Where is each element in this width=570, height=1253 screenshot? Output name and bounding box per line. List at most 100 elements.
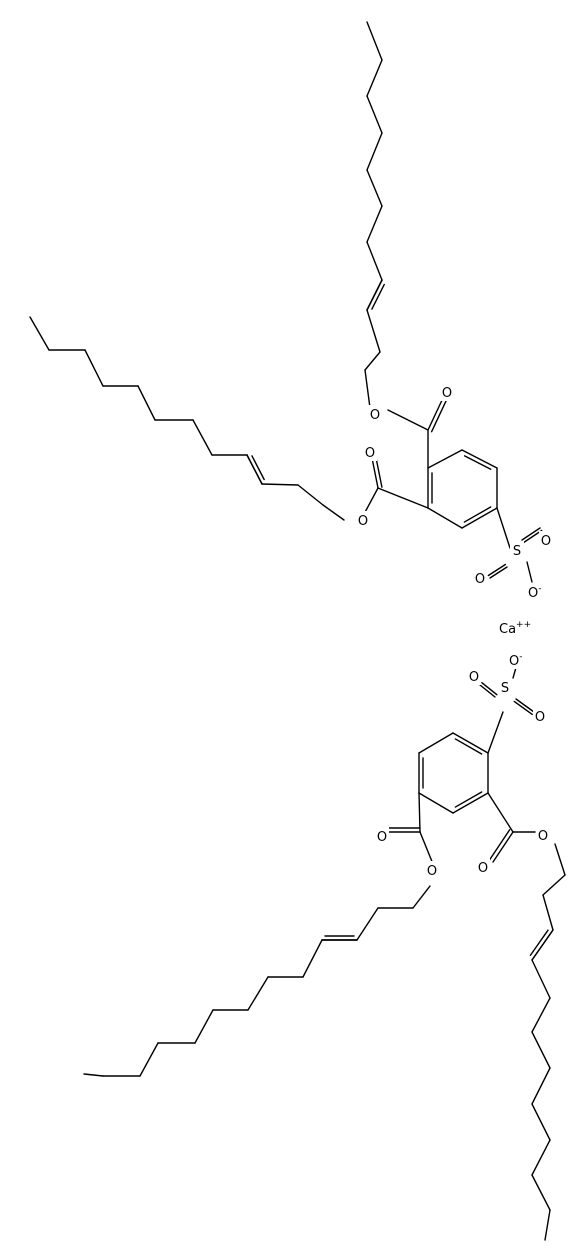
sulfur-symbol: S [501,681,509,696]
alkene-double-bond [251,455,265,481]
alkyl-chain-bond [366,205,383,243]
alkyl-chain-bond [364,351,381,371]
ester-oxygen-symbol: O [538,829,548,844]
ring-double-bond [452,732,489,754]
carbonyl-double-bond [371,457,379,489]
alkene-double-bond [531,929,554,961]
alkyl-chain-bond [247,976,269,1011]
sulfur: S [501,681,509,696]
sulfonate-bond [487,711,504,754]
sulfonyl-double-bond [489,566,508,579]
ester-oxygen-backdrop [536,826,550,844]
alkyl-chain-bond [356,907,379,941]
alkyl-chain-bond [302,939,323,978]
alkyl-chain-bond [322,504,345,521]
sulfonate-oxygen: O- [528,584,541,601]
ester-oxygen-backdrop [368,405,382,423]
alkyl-chain-bond [366,169,383,207]
ring-double-bond [452,792,489,814]
carbonyl-oxygen-backdrop [440,383,454,401]
ester-bond [487,792,514,833]
sulfonyl-oxygen: O [535,710,545,725]
carbonyl-oxygen-backdrop [375,827,389,845]
ester-bond [418,792,421,833]
sulfur-symbol: S [513,544,521,559]
alkyl-chain-bond [531,1174,551,1211]
alkyl-chain-bond [84,349,104,387]
ring-double-bond [463,455,492,470]
sulfonyl-oxygen-symbol: O [541,534,551,549]
carbonyl-oxygen-backdrop [363,443,377,461]
sulfonate-bond [526,561,533,583]
sulfonyl-double-bond [515,698,535,713]
carbonyl-oxygen-symbol: O [478,861,488,876]
ring-bond [427,449,463,469]
ring-double-bond [463,506,492,523]
calcium-ion-backdrop [498,619,528,637]
calcium-ion-symbol: Ca [499,622,516,637]
sulfonyl-double-bond [481,681,498,696]
ring-double-bond [461,449,498,469]
sulfonyl-oxygen: O [541,534,551,549]
ester-oxygen-symbol: O [358,514,368,529]
sulfonyl-oxygen-symbol: O [475,572,485,587]
calcium-ion: Ca++ [499,620,531,637]
alkyl-chain-bond [366,241,383,281]
alkene-double-bond [246,454,263,485]
alkyl-chain-bond [192,419,213,456]
sulfonyl-oxygen: O [469,670,479,685]
alkyl-chain-bond [531,1067,551,1105]
ester-oxygen-backdrop [425,861,439,879]
sulfonate-oxygen-charge: - [519,652,522,662]
alkene-double-bond [366,279,383,311]
sulfur-backdrop [510,541,524,559]
bond-lines [29,21,566,1241]
ring-double-bond [461,507,498,529]
carbonyl-double-bond [375,456,383,488]
sulfonyl-double-bond [487,563,507,577]
alkyl-chain-bond [297,484,324,506]
ester-oxygen: O [358,514,368,529]
sulfonyl-oxygen-backdrop [539,531,553,549]
sulfonate-oxygen-symbol: O [509,654,519,669]
ring-bond [418,792,454,814]
ring-double-bond [454,791,483,808]
sulfonyl-double-bond [479,684,496,698]
alkyl-chain-bond [137,385,156,421]
sulfonyl-double-bond [522,529,543,544]
alkyl-chain-bond [531,1031,551,1069]
ester-bond [419,831,434,865]
alkyl-chain-bond [412,885,431,909]
alkyl-chain-bond [542,894,554,931]
sulfonate-oxygen-backdrop [527,583,557,601]
carbonyl-double-bond [488,829,511,861]
ester-bond [387,409,429,431]
sulfonate-oxygen-charge: - [538,584,541,594]
alkyl-chain-bond [542,874,566,896]
sulfonyl-double-bond [513,700,533,716]
sulfur-backdrop [498,678,512,696]
carbonyl-oxygen: O [365,446,375,461]
carbonyl-oxygen: O [377,830,387,845]
carbonyl-oxygen-symbol: O [365,446,375,461]
carbonyl-double-bond [427,397,444,431]
ester-oxygen: O [370,408,380,423]
carbonyl-oxygen-backdrop [476,858,490,876]
alkyl-chain-bond [531,1103,551,1141]
ring-bond [418,732,454,754]
sulfonate-bond [496,507,511,549]
alkyl-chain-bond [366,21,383,61]
carbonyl-oxygen: O [478,861,488,876]
alkyl-chain-bond [366,59,383,97]
ester-oxygen-symbol: O [427,864,437,879]
sulfonyl-oxygen-symbol: O [469,670,479,685]
sulfonyl-oxygen: O [475,572,485,587]
sulfonyl-oxygen-backdrop [473,569,487,587]
alkyl-chain-bond [544,1209,551,1241]
sulfur: S [513,544,521,559]
alkene-double-bond [371,283,385,310]
carbonyl-double-bond [492,831,514,863]
sulfonyl-oxygen-backdrop [533,707,547,725]
